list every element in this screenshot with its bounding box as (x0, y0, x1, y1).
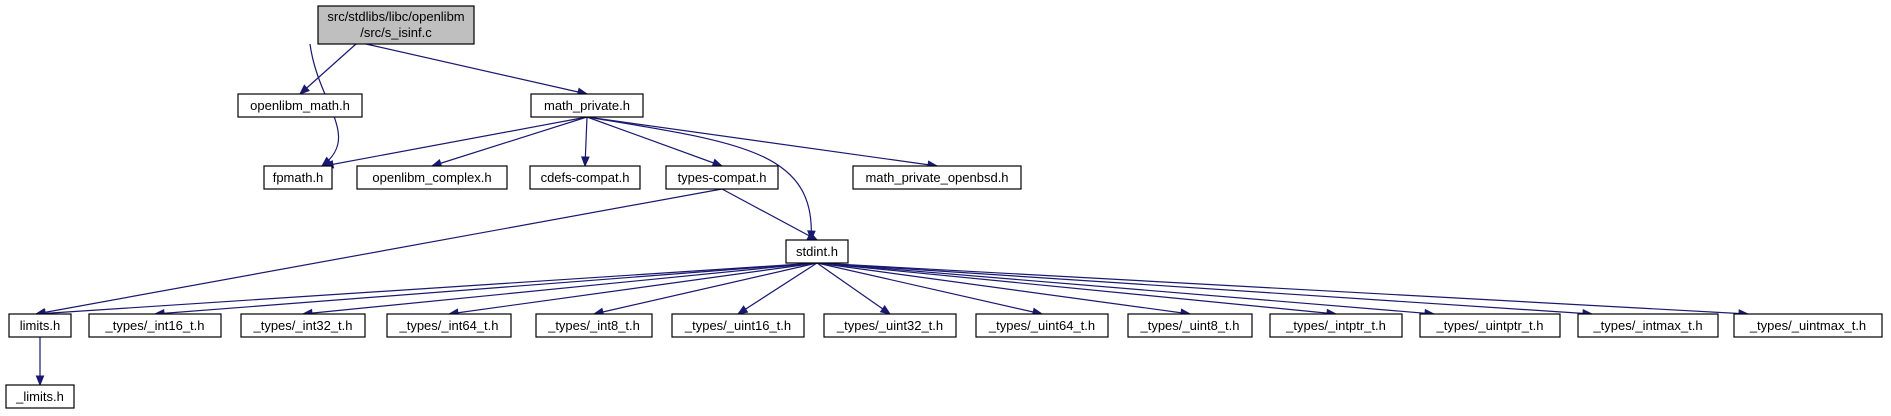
edge-stdint-to-uintptr (816, 262, 1435, 315)
node-label: _types/_intptr_t.h (1285, 318, 1386, 333)
edge-stdint-to-intptr (816, 262, 1337, 315)
node-limits-h[interactable]: limits.h (8, 313, 72, 338)
node-label: _types/_int8_t.h (547, 318, 640, 333)
node-label: _types/_uintmax_t.h (1749, 318, 1866, 333)
edge-stdint-to-intmax (816, 262, 1593, 315)
edge-stdint-to-int16 (154, 262, 818, 315)
node-stdint-h[interactable]: stdint.h (785, 239, 849, 264)
node-uint16-t-h[interactable]: _types/_uint16_t.h (671, 313, 805, 338)
node-label: openlibm_complex.h (372, 170, 491, 185)
node-label: fpmath.h (273, 170, 324, 185)
arrowhead-openlibm_math (298, 84, 310, 95)
node-uint32-t-h[interactable]: _types/_uint32_t.h (823, 313, 957, 338)
node-label: _types/_int16_t.h (104, 318, 204, 333)
node-intptr-t-h[interactable]: _types/_intptr_t.h (1269, 313, 1403, 338)
node-s-isinf-c[interactable]: src/stdlibs/libc/openlibm /src/s_isinf.c (317, 5, 475, 45)
node-label: _types/_uint64_t.h (988, 318, 1095, 333)
edge-stdint-to-uintmax (816, 262, 1749, 315)
edge-root-to-math_private (365, 43, 588, 95)
node-label: _types/_intmax_t.h (1592, 318, 1702, 333)
arrowhead-uint16 (736, 305, 749, 315)
node-math-private-h[interactable]: math_private.h (530, 93, 644, 118)
node-label: _types/_int32_t.h (252, 318, 352, 333)
node-int32-t-h[interactable]: _types/_int32_t.h (240, 313, 366, 338)
node-label: cdefs-compat.h (541, 170, 630, 185)
node-label: _limits.h (15, 389, 64, 404)
node-uint8-t-h[interactable]: _types/_uint8_t.h (1127, 313, 1253, 338)
node-label: _types/_int64_t.h (398, 318, 498, 333)
node-label: openlibm_math.h (250, 98, 350, 113)
edge-stdint-to-int32 (302, 262, 818, 315)
arrowhead-_limits (35, 375, 45, 387)
edge-root-to-openlibm_math (299, 43, 357, 95)
node-int64-t-h[interactable]: _types/_int64_t.h (386, 313, 512, 338)
node-label: math_private_openbsd.h (865, 170, 1008, 185)
edge-stdint-to-uint64 (816, 262, 1043, 315)
edge-types_compat-to-limits (35, 188, 723, 315)
node-label: _types/_uintptr_t.h (1436, 318, 1544, 333)
node-label-line-2: /src/s_isinf.c (360, 25, 432, 40)
edge-stdint-to-uint32 (816, 262, 891, 315)
node-intmax-t-h[interactable]: _types/_intmax_t.h (1577, 313, 1719, 338)
node-label: limits.h (20, 318, 60, 333)
edge-math_private-to-math_private_openbsd (586, 116, 938, 167)
edge-types_compat-to-stdint (721, 188, 818, 241)
node-label: _types/_uint32_t.h (836, 318, 943, 333)
edge-stdint-to-uint16 (737, 262, 818, 315)
edge-math_private-to-openlibm_complex (431, 116, 588, 167)
node-label: _types/_uint8_t.h (1139, 318, 1239, 333)
node-int8-t-h[interactable]: _types/_int8_t.h (535, 313, 653, 338)
edge-stdint-to-uint8 (816, 262, 1191, 315)
edge-math_private-to-fpmath (323, 116, 588, 167)
node-label: _types/_uint16_t.h (684, 318, 791, 333)
node-label-line-1: src/stdlibs/libc/openlibm (327, 9, 464, 24)
node-uintmax-t-h[interactable]: _types/_uintmax_t.h (1733, 313, 1883, 338)
node-_limits-h[interactable]: _limits.h (5, 384, 75, 409)
nodes-layer: src/stdlibs/libc/openlibm /src/s_isinf.c… (5, 5, 1883, 409)
node-label: math_private.h (544, 98, 630, 113)
arrowhead-cdefs_compat (581, 156, 590, 168)
edge-math_private-to-types_compat (586, 116, 723, 167)
node-int16-t-h[interactable]: _types/_int16_t.h (88, 313, 222, 338)
arrowhead-types_compat (711, 158, 724, 167)
node-uintptr-t-h[interactable]: _types/_uintptr_t.h (1419, 313, 1561, 338)
node-fpmath-h[interactable]: fpmath.h (263, 165, 333, 190)
edge-stdint-to-int64 (448, 262, 818, 315)
node-openlibm-complex-h[interactable]: openlibm_complex.h (356, 165, 508, 190)
node-cdefs-compat-h[interactable]: cdefs-compat.h (529, 165, 641, 190)
edge-stdint-to-int8 (593, 262, 818, 315)
node-math-private-openbsd-h[interactable]: math_private_openbsd.h (852, 165, 1022, 190)
node-uint64-t-h[interactable]: _types/_uint64_t.h (975, 313, 1109, 338)
edges-layer (34, 43, 1750, 387)
node-openlibm-math-h[interactable]: openlibm_math.h (237, 93, 363, 118)
node-label: types-compat.h (678, 170, 767, 185)
node-label: stdint.h (796, 244, 838, 259)
node-types-compat-h[interactable]: types-compat.h (665, 165, 779, 190)
edge-stdint-to-limits (35, 262, 818, 315)
arrowhead-uint32 (879, 305, 892, 315)
edge-math_private-to-stdint (586, 116, 812, 241)
